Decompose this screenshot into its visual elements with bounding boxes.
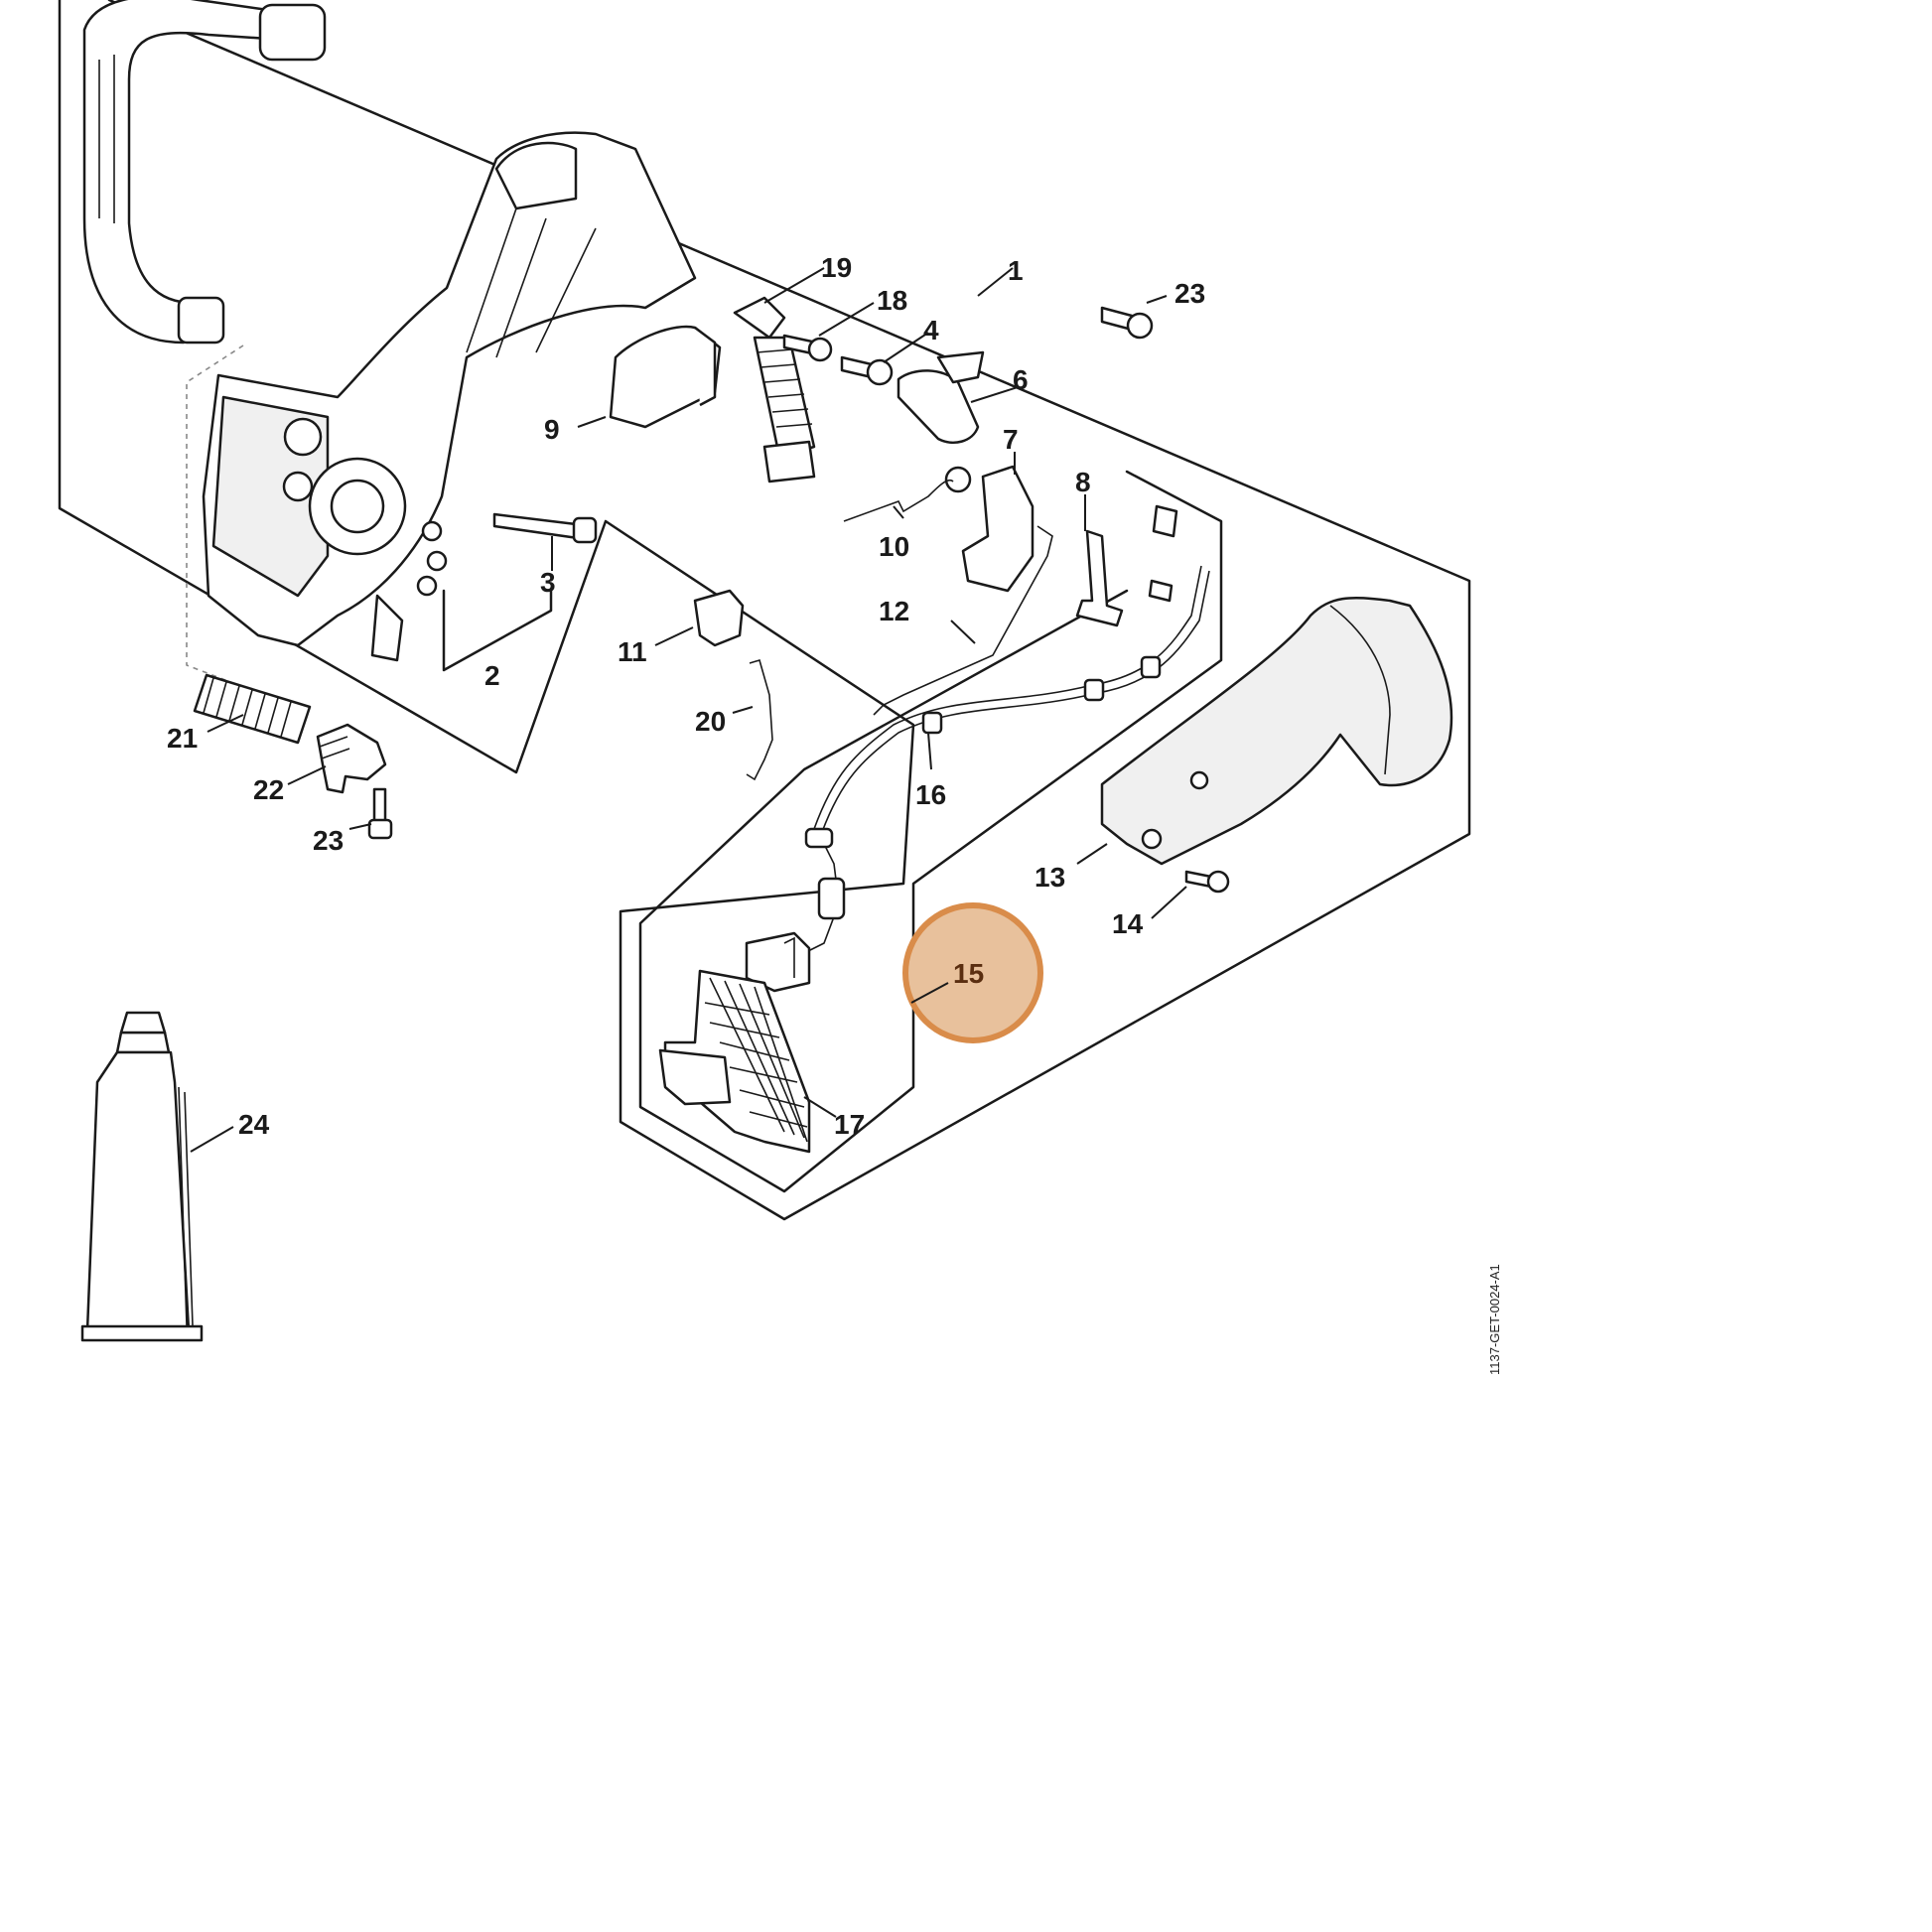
callout-17: 17 <box>834 1109 865 1140</box>
callout-6: 6 <box>1013 364 1029 395</box>
switch-part-6 <box>897 350 985 444</box>
callout-15[interactable]: 15 <box>953 958 984 989</box>
callout-16: 16 <box>915 779 946 810</box>
housing-part-1 <box>202 131 697 662</box>
connector-part-15 <box>745 931 811 993</box>
callout-19: 19 <box>821 252 852 283</box>
screw-part-23-top <box>1100 306 1154 340</box>
callout-24: 24 <box>238 1109 270 1140</box>
callout-1: 1 <box>1008 255 1024 286</box>
rod-part-12 <box>873 525 1053 716</box>
screw-part-23-bottom <box>367 787 393 840</box>
handlebar <box>82 0 327 345</box>
callout-14: 14 <box>1112 908 1144 939</box>
wiring-group-frame <box>638 470 1223 1193</box>
grommet-part-19 <box>733 296 816 483</box>
buffer-part-22 <box>316 723 387 794</box>
callout-4: 4 <box>923 315 939 345</box>
callout-20: 20 <box>695 706 726 737</box>
callout-2: 2 <box>484 660 500 691</box>
main-group-frame <box>58 0 1471 1221</box>
screw-part-4 <box>840 355 894 386</box>
grease-tube-part-24 <box>80 1011 204 1342</box>
callout-9: 9 <box>544 414 560 445</box>
leader-lines <box>190 267 1187 1153</box>
button-part-9 <box>609 325 722 429</box>
bracket-2-frame <box>442 589 553 672</box>
screw-part-3 <box>492 512 598 544</box>
dashed-assembly-line <box>186 345 244 686</box>
callout-10: 10 <box>879 531 909 562</box>
callout-3: 3 <box>540 567 556 598</box>
reference-code: 1137-GET-0024-A1 <box>1487 1264 1502 1375</box>
callout-12: 12 <box>879 596 909 626</box>
callout-21: 21 <box>167 723 198 754</box>
spring-part-21 <box>193 673 312 745</box>
callout-22: 22 <box>253 774 284 805</box>
callout-23-bottom: 23 <box>313 825 344 856</box>
screw-part-14 <box>1184 870 1230 894</box>
callout-11: 11 <box>618 636 647 667</box>
clip-part-11 <box>693 589 745 647</box>
callout-23-top: 23 <box>1174 278 1205 309</box>
clip-part-8 <box>1075 529 1124 627</box>
wiring-harness-part-16 <box>803 504 1210 954</box>
highlight-circle-part-15[interactable] <box>902 902 1043 1043</box>
lever-part-7 <box>944 465 1035 593</box>
spring-part-10 <box>843 479 954 522</box>
rear-handle-part-13 <box>1100 597 1453 866</box>
bracket-part-17 <box>658 969 811 1154</box>
screw-part-18 <box>782 334 833 362</box>
callout-7: 7 <box>1003 424 1019 455</box>
leader-line-15 <box>910 982 949 1004</box>
callout-8: 8 <box>1075 467 1091 497</box>
callout-labels: 1 2 3 4 6 7 8 9 10 11 12 13 14 15 16 17 … <box>167 252 1205 1140</box>
callout-18: 18 <box>877 285 907 316</box>
callout-13: 13 <box>1035 862 1065 893</box>
spring-part-20 <box>746 659 773 781</box>
